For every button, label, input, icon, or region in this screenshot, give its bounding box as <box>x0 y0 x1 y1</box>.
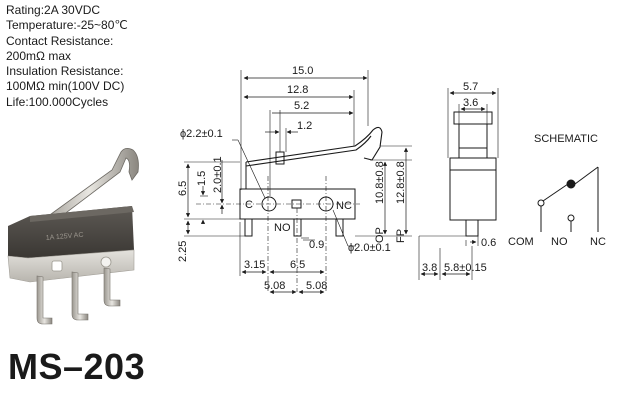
side-terminal <box>465 219 479 237</box>
front-terminal <box>335 218 344 237</box>
spec-contact-resistance-value: 200mΩ max <box>6 48 71 63</box>
dim-hole-right: ϕ2.0±0.1 <box>348 242 391 254</box>
schematic-com-contact <box>537 199 545 207</box>
schematic-title: SCHEMATIC <box>534 133 598 145</box>
dim-3-8: 3.8 <box>422 262 437 274</box>
photo-terminal <box>71 271 89 321</box>
schematic-com-label: COM <box>508 236 534 248</box>
terminal-c-label: C <box>245 199 253 211</box>
dim-5-7: 5.7 <box>463 81 478 93</box>
photo-mounting-hole <box>100 256 112 268</box>
dim-5-8: 5.8±0.15 <box>444 262 487 274</box>
photo-terminal <box>103 267 121 307</box>
dim-body-height: 6.5 <box>177 181 189 196</box>
front-view-drawing <box>184 70 412 295</box>
spec-insulation-resistance-value: 100MΩ min(100V DC) <box>6 79 125 94</box>
dim-0-9: 0.9 <box>309 239 324 251</box>
photo-terminal <box>36 275 53 325</box>
dim-6-5-bottom: 6.5 <box>290 259 305 271</box>
photo-body-marking: 1A 125V AC <box>46 232 84 242</box>
dim-total-width: 15.0 <box>292 65 313 77</box>
dim-3-15: 3.15 <box>244 259 265 271</box>
front-terminal <box>293 218 302 237</box>
schematic-no-contact <box>567 214 575 222</box>
dim-3-6: 3.6 <box>463 97 478 109</box>
dim-5-08-left: 5.08 <box>264 280 285 292</box>
spec-list: Rating:2A 30VDC Temperature:-25~80℃ Cont… <box>6 3 128 110</box>
label-fp: FP <box>395 229 407 243</box>
product-photo: 1A 125V AC <box>7 148 139 325</box>
side-view-drawing <box>418 88 499 280</box>
spec-life: Life:100.000Cycles <box>6 94 109 109</box>
dim-hole-left: ϕ2.2±0.1 <box>180 128 223 140</box>
dim-5-08-right: 5.08 <box>306 280 327 292</box>
schematic-nc-label: NC <box>590 236 606 248</box>
spec-temperature: Temperature:-25~80℃ <box>6 18 128 33</box>
front-terminal <box>244 218 253 237</box>
schematic-nc-contact <box>566 179 576 189</box>
front-view-labels: 15.0 12.8 5.2 1.2 ϕ2.2±0.1 ϕ2.0±0.1 6.5 … <box>177 65 407 292</box>
front-plunger <box>275 151 285 165</box>
front-lever <box>245 126 383 163</box>
spec-contact-resistance-label: Contact Resistance: <box>6 33 114 48</box>
dim-0-6: 0.6 <box>481 237 496 249</box>
schematic-symbol <box>537 166 599 232</box>
dim-op-value: 10.8±0.8 <box>374 161 386 204</box>
dim-5-2: 5.2 <box>294 100 309 112</box>
side-lever-top <box>453 111 493 125</box>
photo-lever <box>39 148 139 229</box>
side-body <box>449 157 497 221</box>
schematic-labels: COM NO NC <box>508 236 606 248</box>
spec-insulation-resistance-label: Insulation Resistance: <box>6 64 124 79</box>
dim-1-2: 1.2 <box>297 120 312 132</box>
terminal-nc-label: NC <box>336 200 352 212</box>
dim-2-0: 2.0±0.1 <box>212 156 224 193</box>
dim-2-25: 2.25 <box>177 241 189 262</box>
model-number: MS–203 <box>8 346 146 387</box>
label-op: OP <box>374 227 386 243</box>
side-lever-stem <box>458 123 488 159</box>
photo-mounting-hole <box>51 260 63 272</box>
spec-rating: Rating:2A 30VDC <box>6 3 101 17</box>
dim-fp-value: 12.8±0.8 <box>395 161 407 204</box>
side-view-labels: 5.7 3.6 0.6 3.8 5.8±0.15 <box>422 81 496 274</box>
dim-lever-length: 12.8 <box>287 84 308 96</box>
schematic-no-label: NO <box>551 236 568 248</box>
dim-1-5: 1.5 <box>196 171 208 186</box>
terminal-no-label: NO <box>274 222 291 234</box>
